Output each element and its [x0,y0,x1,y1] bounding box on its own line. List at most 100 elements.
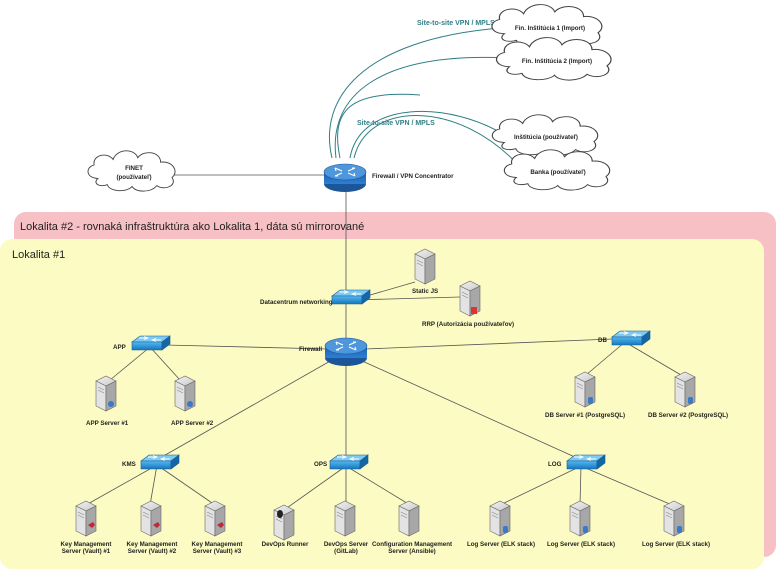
server-rrp: RRP (Autorizácia používateľov) [422,280,514,328]
link-ops-cfg [345,465,411,506]
server-rrp-label: RRP (Autorizácia používateľov) [422,321,514,328]
server-devops-runner-label: DevOps Runner [262,541,309,548]
link-kms-srv3 [156,464,216,506]
vpn-label-top: Site-to-site VPN / MPLS [417,20,495,27]
link-app-firewall [164,344,329,350]
server-devops-runner: DevOps Runner [262,504,309,548]
vpn-link-fin1 [328,27,501,159]
server-log-3-label: Log Server (ELK stack) [642,541,710,548]
cloud-fin1: Fin. Inštitúcia 1 (Import) [491,3,603,48]
app-badge-icon [108,401,114,407]
server-log-3: Log Server (ELK stack) [642,500,710,548]
lock-icon [471,307,477,314]
server-kms-3-label-2: Server (Vault) #3 [193,548,242,555]
cloud-fin2: Fin. Inštitúcia 2 (Import) [495,36,612,81]
database-icon [588,397,593,404]
switch-ops-label: OPS [314,461,327,468]
server-kms-2: Key Management Server (Vault) #2 [127,500,178,555]
server-db-1-label: DB Server #1 (PostgreSQL) [545,412,625,419]
switch-ops: OPS [314,454,369,470]
link-db-srv1 [585,341,626,376]
server-db-2-label: DB Server #2 (PostgreSQL) [648,412,728,419]
vpn-link-fin2 [334,56,509,159]
server-static-js: Static JS [412,248,438,295]
link-firewall-log [359,359,578,459]
cloud-fin2-label: Fin. Inštitúcia 2 (Import) [522,58,592,65]
cloud-banka: Banka (používateľ) [503,149,611,191]
switch-app: APP [113,335,171,351]
cloud-institucia-label: Inštitúcia (používateľ) [514,134,578,141]
link-kms-srv2 [149,464,158,506]
link-dc-rrp [352,296,461,301]
router-firewall-label: Firewall [299,346,322,353]
vpn-links [328,27,521,168]
server-app-2: APP Server #2 [171,375,214,427]
server-db-1: DB Server #1 (PostgreSQL) [545,371,625,419]
cloud-finet: FINET (používateľ) [87,150,176,192]
server-log-1-label: Log Server (ELK stack) [467,541,535,548]
key-icon [153,522,160,528]
server-gitlab-label-2: (GitLab) [334,548,358,555]
server-kms-1-label-2: Server (Vault) #1 [62,548,111,555]
link-log-srv2 [579,465,582,506]
server-kms-3: Key Management Server (Vault) #3 [192,500,243,555]
link-firewall-kms [159,359,333,459]
server-kms-3-label-1: Key Management [192,541,243,548]
link-kms-srv1 [85,464,158,506]
linux-penguin-icon [277,510,283,518]
server-kms-1-label-1: Key Management [61,541,112,548]
cloud-banka-label: Banka (používateľ) [530,169,585,176]
server-log-2-label: Log Server (ELK stack) [547,541,615,548]
vpn-link-banka [353,115,521,168]
server-app-2-label: APP Server #2 [171,420,214,427]
cloud-finet-label-1: FINET [125,165,143,172]
database-icon [688,397,693,404]
cloud-finet-label-2: (používateľ) [116,174,151,181]
server-gitlab-label-1: DevOps Server [324,541,369,548]
link-firewall-db [364,338,613,350]
server-gitlab: DevOps Server (GitLab) [324,500,369,555]
server-ansible: Configuration Management Server (Ansible… [372,500,452,555]
switch-kms-label: KMS [122,461,136,468]
switch-datacentrum: Datacentrum networking [260,289,371,306]
server-db-2: DB Server #2 (PostgreSQL) [648,371,728,419]
switch-log-label: LOG [548,461,562,468]
link-log-srv3 [580,465,673,506]
switch-app-label: APP [113,344,126,351]
lokalita1-label: Lokalita #1 [12,249,66,261]
vpn-link-mid [337,93,421,159]
switch-db-label: DB [598,337,607,344]
link-db-srv2 [624,341,682,376]
router-vpn-label: Firewall / VPN Concentrator [372,173,454,180]
database-icon [503,526,508,533]
cloud-institucia: Inštitúcia (používateľ) [491,114,599,156]
link-log-srv1 [499,465,582,506]
app-badge-icon [187,401,193,407]
link-ops-runner [283,465,347,511]
router-firewall: Firewall [299,337,368,367]
lokalita2-label: Lokalita #2 - rovnaká infraštruktúra ako… [20,221,365,233]
server-ansible-label-2: Server (Ansible) [388,548,435,555]
server-kms-2-label-1: Key Management [127,541,178,548]
key-icon [88,522,95,528]
link-app-srv2 [149,346,181,381]
database-icon [677,526,682,533]
switch-db: DB [598,330,651,346]
server-static-js-label: Static JS [412,288,438,295]
link-lines [85,174,682,511]
link-app-srv1 [109,346,151,381]
router-vpn-concentrator: Firewall / VPN Concentrator [323,163,454,193]
vpn-label-mid: Site-to-site VPN / MPLS [357,120,435,127]
lokalita1-zone [0,239,764,569]
key-icon [217,522,224,528]
vpn-link-instit [349,111,509,159]
server-app-1-label: APP Server #1 [86,420,129,427]
server-kms-2-label-2: Server (Vault) #2 [128,548,177,555]
server-log-1: Log Server (ELK stack) [467,500,535,548]
switch-datacentrum-label: Datacentrum networking [260,299,333,306]
server-kms-1: Key Management Server (Vault) #1 [61,500,112,555]
server-ansible-label-1: Configuration Management [372,541,452,548]
cloud-fin1-label: Fin. Inštitúcia 1 (Import) [515,25,585,32]
